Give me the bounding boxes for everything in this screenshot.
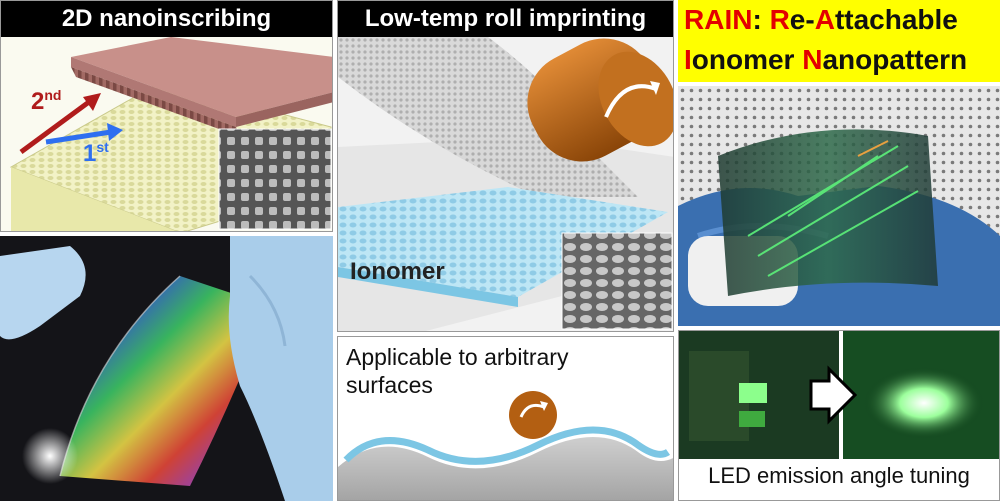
- light-glare: [22, 428, 78, 484]
- surfaces-caption-line2: surfaces: [346, 372, 433, 398]
- cylinder-photo-illustration: [678, 86, 1000, 326]
- substrate-front: [11, 167, 176, 231]
- ionomer-slab-front: [338, 267, 518, 307]
- panel-2d-nanoinscribing: 2D nanoinscribing: [0, 0, 333, 232]
- transparent-film: [718, 129, 938, 296]
- surfaces-caption-line1: Applicable to arbitrary: [346, 344, 569, 370]
- nanoinscribing-illustration: [9, 37, 332, 231]
- glove-right: [228, 236, 333, 501]
- red-arrow-head: [83, 93, 101, 111]
- blue-arrow-head: [107, 123, 123, 141]
- led-photos: [679, 331, 999, 459]
- roll-imprinting-illustration: [338, 37, 673, 331]
- rain-title-line1: RAIN: Re-Attachable: [684, 4, 958, 35]
- stamp-front: [71, 57, 236, 127]
- stamp-side: [236, 92, 332, 127]
- panel-title-nanoinscribing: 2D nanoinscribing: [1, 1, 332, 37]
- wavy-ground: [338, 437, 673, 500]
- stamp-teeth: [71, 67, 241, 137]
- panel-arbitrary-surfaces: Applicable to arbitrary surfaces: [337, 336, 674, 501]
- ionomer-label: Ionomer: [350, 258, 445, 285]
- stamp-top: [71, 37, 332, 117]
- surfaces-caption: Applicable to arbitrary surfaces: [346, 343, 568, 399]
- ionomer-slab-top: [338, 187, 668, 297]
- panel-title-roll: Low-temp roll imprinting: [338, 1, 673, 37]
- photo-film-on-cylinder: [678, 86, 1000, 326]
- wavy-film: [343, 426, 671, 465]
- panel-led-tuning: LED emission angle tuning: [678, 330, 1000, 501]
- sem-inset-1: [218, 128, 332, 230]
- rain-title-line2: Ionomer Nanopattern: [684, 44, 968, 75]
- glove-left: [0, 246, 86, 340]
- first-direction-label: 1st: [83, 139, 109, 167]
- led-caption: LED emission angle tuning: [708, 463, 970, 488]
- photo-flexible-film: [0, 236, 333, 501]
- panel-roll-imprinting: Low-temp roll imprinting: [337, 0, 674, 332]
- panel-rain-title: RAIN: Re-Attachable Ionomer Nanopattern: [678, 0, 1000, 82]
- transition-arrow: [809, 365, 858, 425]
- green-diffraction-lines: [747, 145, 919, 277]
- surfaces-illustration: [338, 391, 673, 500]
- roller-cylinder: [527, 38, 673, 162]
- film-photo-illustration: [0, 236, 333, 501]
- sem-inset-2: [561, 232, 673, 330]
- second-direction-label: 2nd: [31, 87, 62, 115]
- diffraction-film: [60, 276, 270, 486]
